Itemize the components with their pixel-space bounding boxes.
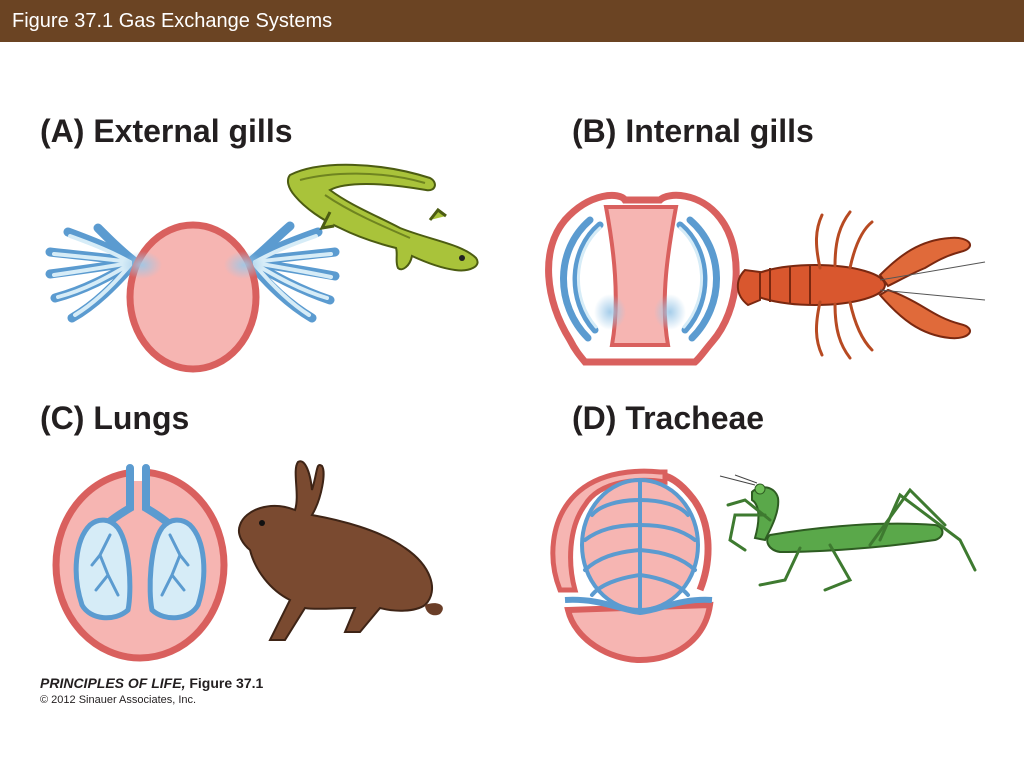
tracheal-tubes (583, 480, 697, 612)
panel-d-label: (D) Tracheae (572, 400, 765, 436)
credit-book-title: PRINCIPLES OF LIFE, Figure 37.1 (40, 675, 263, 691)
left-lung (73, 517, 133, 621)
slide-title: Figure 37.1 Gas Exchange Systems (12, 10, 333, 32)
body-outline (126, 221, 260, 373)
rabbit-icon (238, 460, 443, 641)
internal-gills-diagram (545, 191, 740, 366)
panel-c-label: (C) Lungs (40, 400, 190, 436)
tracheae-diagram (550, 468, 714, 664)
title-bar: Figure 37.1 Gas Exchange Systems (0, 0, 1024, 42)
credit-copyright: © 2012 Sinauer Associates, Inc. (40, 694, 197, 706)
lobster-icon (736, 210, 986, 360)
right-lung (147, 517, 207, 621)
gill-filaments (560, 216, 720, 342)
mantis-icon (719, 474, 977, 592)
panel-a-label: (A) External gills (40, 113, 293, 149)
panel-b-label: (B) Internal gills (572, 113, 814, 149)
external-gills-diagram (45, 221, 340, 373)
credit-figure: Figure 37.1 (185, 675, 264, 691)
credit-book: PRINCIPLES OF LIFE, (40, 675, 186, 691)
lungs-diagram (52, 464, 228, 662)
salamander-icon (286, 163, 479, 272)
